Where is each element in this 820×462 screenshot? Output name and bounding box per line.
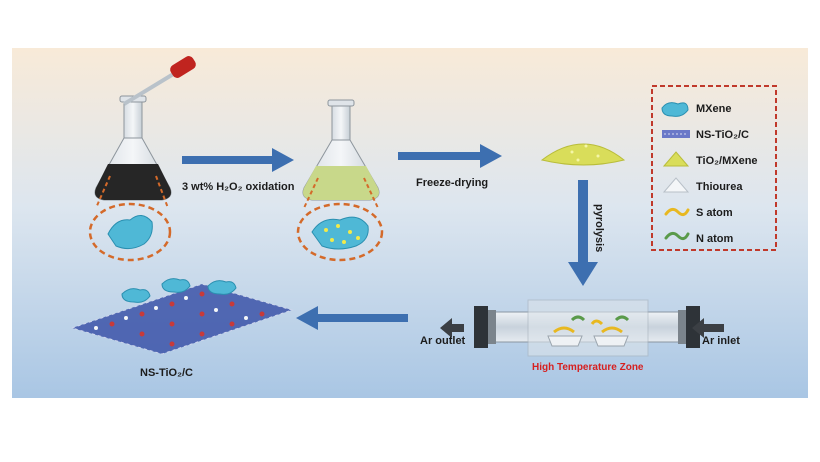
tube-furnace — [440, 299, 724, 357]
flask-tio2-mxene — [302, 99, 380, 201]
legend-n-atom-label: N atom — [696, 233, 734, 245]
arrow-freeze-drying — [398, 144, 502, 168]
arrow-pyrolysis — [568, 180, 598, 286]
flask-mxene — [94, 95, 172, 201]
step-oxidation-label: 3 wt% H₂O₂ oxidation — [182, 181, 295, 193]
n-atom-icon — [664, 231, 690, 241]
tio2-mxene-powder-cone — [540, 143, 626, 166]
legend-mxene-label: MXene — [696, 103, 731, 115]
legend-s-atom-label: S atom — [696, 207, 733, 219]
product-label: NS-TiO₂/C — [140, 367, 193, 379]
mxene-zoom-bubble — [88, 175, 172, 262]
lattice-icon — [662, 130, 690, 138]
white-cone-icon — [662, 177, 690, 193]
arrow-to-product — [296, 306, 408, 330]
legend-thiourea-label: Thiourea — [696, 181, 743, 193]
step-pyrolysis-label: pyrolysis — [593, 204, 605, 252]
powder-cone-icon — [662, 151, 690, 167]
legend-tio2-mxene-label: TiO₂/MXene — [696, 155, 758, 167]
synthesis-scheme: 3 wt% H₂O₂ oxidation Freeze-drying pyrol… — [70, 56, 777, 379]
dropper-icon — [122, 56, 196, 106]
legend: MXene NS-TiO₂/C TiO₂/MXene Thiourea S at… — [651, 85, 777, 251]
high-temp-zone-label: High Temperature Zone — [532, 362, 644, 373]
arrow-oxidation — [182, 148, 294, 172]
mxene-flake-icon — [661, 102, 689, 117]
s-atom-icon — [664, 207, 690, 217]
ar-inlet-label: Ar inlet — [702, 335, 740, 347]
ar-outlet-label: Ar outlet — [420, 335, 466, 347]
scheme-panel: 3 wt% H₂O₂ oxidation Freeze-drying pyrol… — [12, 48, 808, 398]
legend-ns-tio2c-label: NS-TiO₂/C — [696, 129, 749, 141]
step-freeze-drying-label: Freeze-drying — [416, 177, 488, 189]
ns-tio2c-lattice — [70, 278, 294, 355]
tio2-mxene-zoom-bubble — [296, 177, 384, 262]
